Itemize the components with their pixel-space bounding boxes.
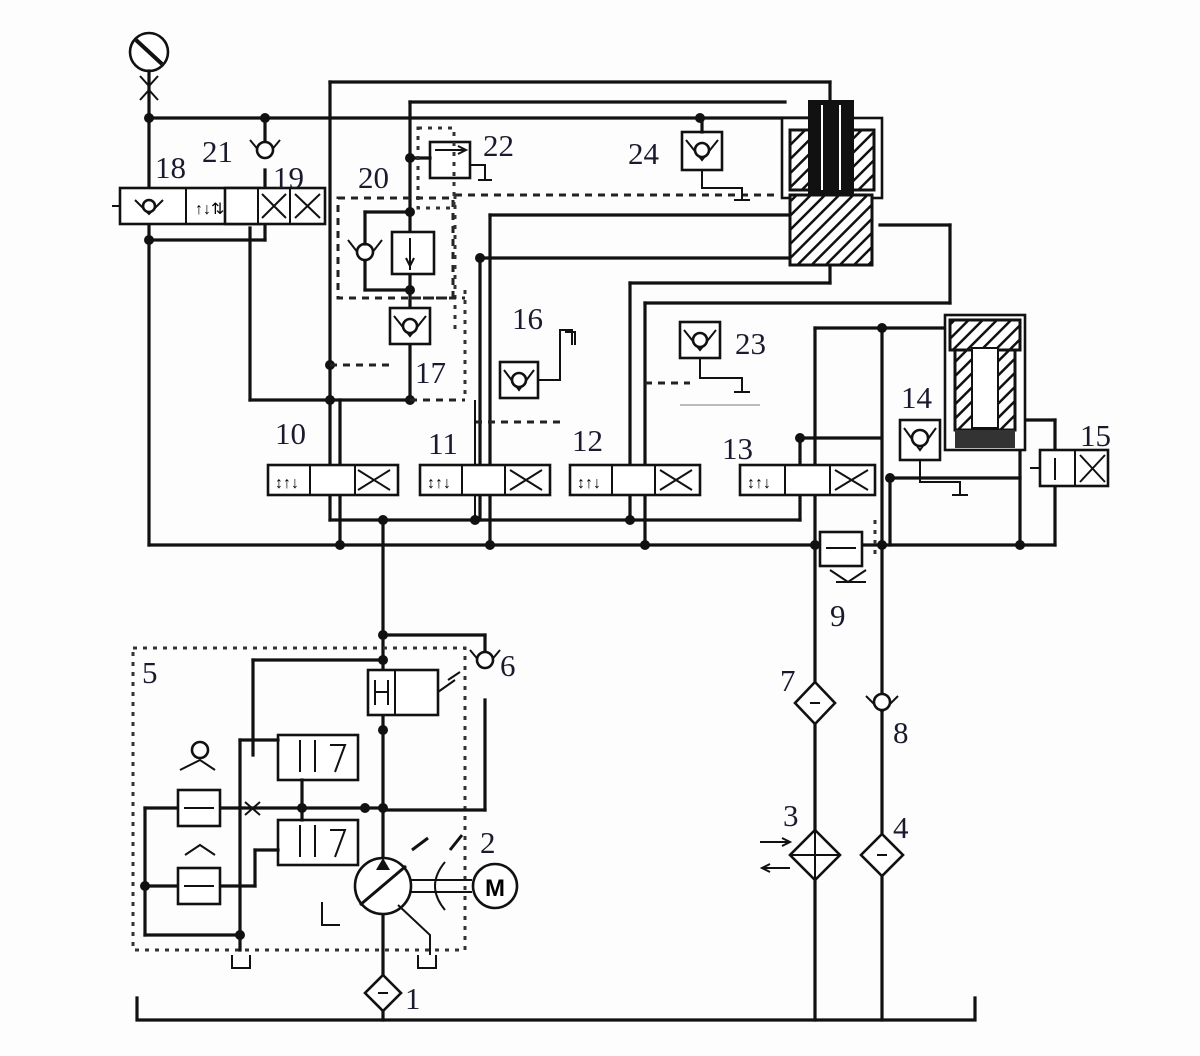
label-10: 10 (275, 416, 306, 451)
balance-block-20 (336, 196, 455, 300)
valve-10-symbol: ↕↑↓ (266, 463, 400, 497)
svg-text:↕↑↓: ↕↑↓ (275, 475, 299, 492)
pilot-check-valve-16-symbol (474, 329, 573, 520)
valve-15-symbol (1030, 448, 1110, 488)
label-14: 14 (901, 380, 932, 415)
secondary-cylinder-symbol (943, 313, 1027, 452)
label-23: 23 (735, 326, 766, 361)
label-24: 24 (628, 136, 659, 171)
label-5: 5 (142, 655, 158, 690)
label-1: 1 (405, 981, 421, 1016)
label-11: 11 (428, 426, 458, 461)
label-18: 18 (155, 150, 186, 185)
pilot-check-valve-24-symbol (680, 116, 750, 201)
svg-text:M: M (485, 875, 505, 902)
label-2: 2 (480, 825, 496, 860)
pump-2-symbol (353, 834, 472, 955)
pilot-check-valve-23-symbol (645, 320, 760, 406)
main-cylinder-symbol (780, 100, 884, 267)
label-17: 17 (415, 355, 446, 390)
pilot-check-valve-14-symbol (898, 418, 968, 496)
pump-control-block-5 (131, 633, 501, 969)
check-valve-21-symbol (249, 139, 281, 160)
label-4: 4 (893, 810, 909, 845)
svg-text:↑↓⇅: ↑↓⇅ (195, 201, 224, 218)
check-valve-8-symbol (865, 692, 899, 714)
label-8: 8 (893, 715, 909, 750)
reservoir-tank (135, 996, 977, 1022)
label-22: 22 (483, 128, 514, 163)
label-13: 13 (722, 431, 753, 466)
motor-icon: M (471, 862, 519, 910)
tank-symbols (565, 331, 576, 345)
cooler-3-symbol (759, 828, 842, 882)
filter-7-symbol (793, 680, 837, 726)
label-21: 21 (202, 134, 233, 169)
valve-11-symbol: ↕↑↓ (418, 463, 552, 497)
label-12: 12 (572, 423, 603, 458)
svg-text:↕↑↓: ↕↑↓ (747, 475, 771, 492)
suction-filter-1-symbol (363, 973, 403, 1013)
label-3: 3 (783, 798, 799, 833)
label-6: 6 (500, 648, 516, 683)
label-20: 20 (358, 160, 389, 195)
back-pressure-valve-9-symbol (818, 520, 877, 584)
relief-valve-22-symbol (408, 126, 778, 330)
svg-text:↕↑↓: ↕↑↓ (577, 475, 601, 492)
pressure-gauge-icon (128, 31, 170, 120)
label-15: 15 (1080, 418, 1111, 453)
filter-4-symbol (859, 832, 905, 878)
svg-text:↕↑↓: ↕↑↓ (427, 475, 451, 492)
pilot-check-valve-17-symbol (330, 290, 467, 402)
label-7: 7 (780, 663, 796, 698)
valve-19-symbol (223, 186, 327, 226)
label-19: 19 (273, 160, 304, 195)
label-16: 16 (512, 301, 543, 336)
label-9: 9 (830, 598, 846, 633)
valve-13-symbol: ↕↑↓ (738, 463, 877, 497)
valve-12-symbol: ↕↑↓ (568, 463, 702, 497)
